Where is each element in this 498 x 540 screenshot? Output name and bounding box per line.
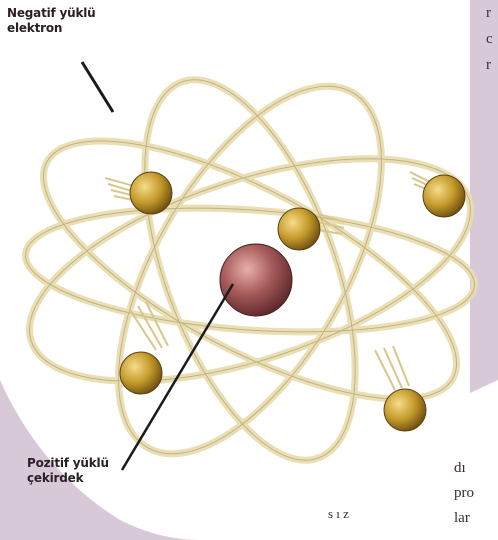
- electron-4: [120, 352, 162, 394]
- electron-label: Negatif yüklü elektron: [7, 6, 96, 36]
- text-fragment-b2: pro: [454, 485, 474, 501]
- electron-3: [278, 208, 320, 250]
- text-fragment-b1: dı: [454, 460, 466, 476]
- text-fragment-r1: r: [486, 5, 491, 21]
- electron-2: [423, 175, 465, 217]
- nucleus: [220, 244, 292, 316]
- electron-label-line1: Negatif yüklü: [7, 6, 96, 21]
- nucleus-label: Pozitif yüklü çekirdek: [27, 456, 109, 486]
- electron-label-line2: elektron: [7, 21, 96, 36]
- text-fragment-b4: s ı z: [328, 506, 349, 522]
- text-fragment-b3: lar: [454, 510, 470, 526]
- electron-1: [130, 172, 172, 214]
- nucleus-label-line2: çekirdek: [27, 471, 109, 486]
- electron-5: [384, 389, 426, 431]
- text-fragment-r2: c: [486, 31, 493, 47]
- nucleus-label-line1: Pozitif yüklü: [27, 456, 109, 471]
- text-fragment-r3: r: [486, 57, 491, 73]
